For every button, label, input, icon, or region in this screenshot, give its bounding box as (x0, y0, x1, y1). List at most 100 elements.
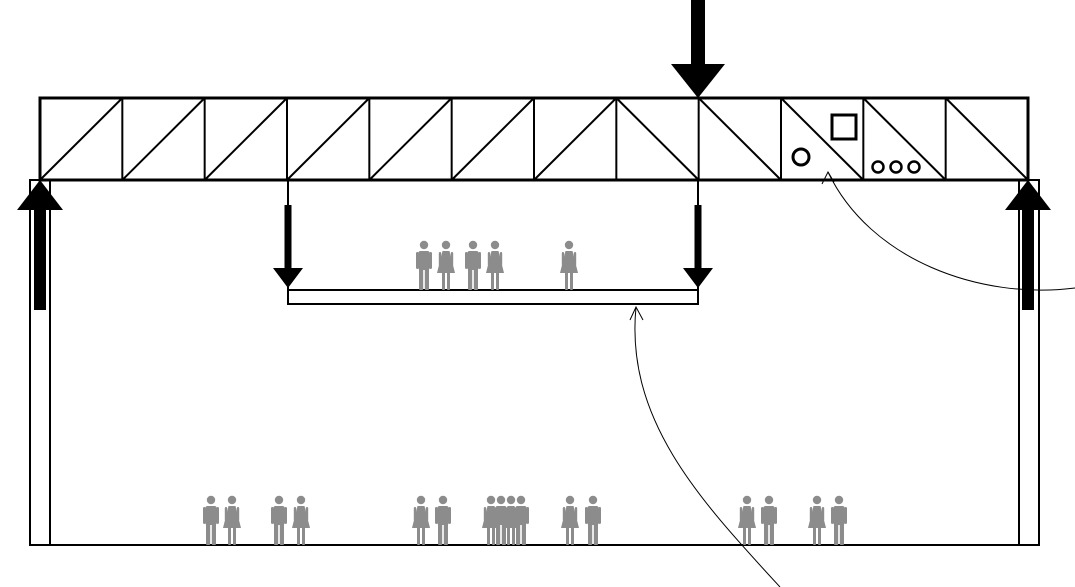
figure-head (274, 495, 284, 505)
figure-arm (574, 507, 578, 521)
mezzanine-right-hanger-arrow (683, 205, 713, 288)
figure-leg (424, 268, 429, 290)
man-figure (585, 495, 601, 545)
woman-figure (437, 240, 455, 290)
truss-diagonal (121, 97, 206, 181)
truss-diagonal (203, 97, 288, 181)
figure-arm (562, 507, 566, 521)
figure-head (206, 495, 216, 505)
figure-arm (438, 252, 442, 266)
figure-head (506, 495, 516, 505)
figure-head (419, 240, 429, 250)
services-leader-arrowhead (821, 170, 835, 185)
figure-leg (468, 268, 473, 290)
figure-leg (521, 523, 526, 545)
figure-arm (448, 507, 451, 524)
man-figure (513, 495, 529, 545)
roof-point-load-arrow (671, 0, 725, 98)
figure-arm (465, 252, 468, 269)
left-support-reaction-arrow (17, 180, 63, 310)
figure-dress (292, 506, 310, 528)
figure-leg (438, 523, 443, 545)
pipe-circle (907, 160, 921, 174)
round-duct-icon (791, 147, 811, 167)
figure-arm (526, 507, 529, 524)
truss-diagonal (944, 97, 1029, 181)
right-support-reaction-arrow (1005, 180, 1051, 310)
figure-leg (492, 527, 495, 545)
figure-torso (467, 251, 479, 270)
figure-leg (764, 523, 769, 545)
figure-head (468, 240, 478, 250)
figure-leg (487, 527, 490, 545)
figure-leg (588, 523, 593, 545)
woman-figure (808, 495, 826, 545)
woman-figure (486, 240, 504, 290)
figure-leg (566, 527, 569, 545)
figure-arm (236, 507, 240, 521)
figure-leg (417, 527, 420, 545)
figure-arm (216, 507, 219, 524)
truss-diagonal (862, 97, 947, 181)
figure-torso (515, 506, 527, 525)
truss-diagonal (533, 97, 618, 181)
pipe-circle (871, 160, 885, 174)
figure-leg (501, 523, 506, 545)
triple-pipe-icon (871, 160, 921, 174)
figure-torso (418, 251, 430, 270)
figure-arm (844, 507, 847, 524)
truss-diagonal (39, 97, 124, 181)
figure-head (296, 495, 306, 505)
figure-leg (228, 527, 231, 545)
figure-dress (223, 506, 241, 528)
figure-leg (302, 527, 305, 545)
figure-torso (587, 506, 599, 525)
figure-arm (305, 507, 309, 521)
figure-arm (450, 252, 454, 266)
man-figure (203, 495, 219, 545)
figure-leg (447, 272, 450, 290)
figure-arm (573, 252, 577, 266)
figure-leg (507, 527, 510, 545)
load-arrows (17, 0, 1051, 310)
figure-torso (273, 506, 285, 525)
figure-head (812, 495, 822, 505)
mezzanine-leader-arrowhead (629, 305, 644, 321)
figure-arm (739, 507, 743, 521)
man-figure (271, 495, 287, 545)
figure-arm (416, 252, 419, 269)
columns (29, 179, 1040, 546)
man-figure (831, 495, 847, 545)
figure-leg (211, 523, 216, 545)
truss-diagonal (697, 97, 782, 181)
figure-leg (233, 527, 236, 545)
figure-head (486, 495, 496, 505)
figure-leg (839, 523, 844, 545)
figure-arm (425, 507, 429, 521)
figure-arm (224, 507, 228, 521)
figure-leg (565, 272, 568, 290)
woman-figure (292, 495, 310, 545)
figure-leg (748, 527, 751, 545)
figure-head (438, 495, 448, 505)
figure-leg (491, 272, 494, 290)
people-figures (203, 240, 847, 545)
figure-head (496, 495, 506, 505)
woman-figure (223, 495, 241, 545)
figure-leg (813, 527, 816, 545)
mezzanine-leader-line (634, 306, 781, 587)
figure-arm (503, 507, 507, 521)
figure-head (441, 240, 451, 250)
figure-arm (203, 507, 206, 524)
man-figure (416, 240, 432, 290)
figure-leg (818, 527, 821, 545)
truss-diagonal (368, 97, 453, 181)
truss-services (791, 113, 921, 174)
figure-leg (297, 527, 300, 545)
figure-leg (206, 523, 211, 545)
figure-leg (512, 527, 515, 545)
figure-arm (429, 252, 432, 269)
woman-figure (561, 495, 579, 545)
figure-arm (483, 507, 487, 521)
